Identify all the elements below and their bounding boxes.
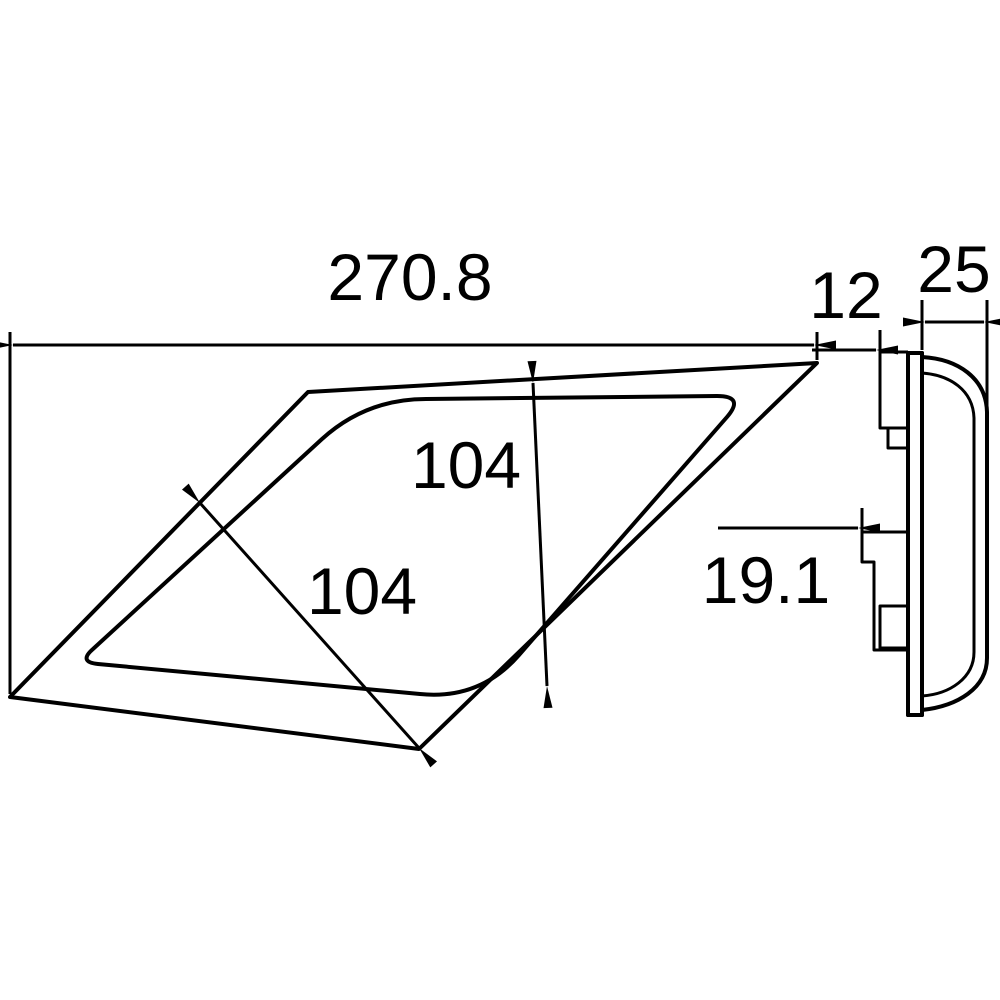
front-inner-contour <box>84 394 736 697</box>
top-stud-step-outline <box>886 428 908 450</box>
height-dim-line <box>527 360 553 709</box>
depth-dim-label: 25 <box>917 232 990 306</box>
diagonal-dim-line <box>181 483 438 768</box>
lower-stud-outline <box>860 530 908 652</box>
side-lens-outer-profile <box>920 355 989 712</box>
width-dim-label: 270.8 <box>327 240 492 314</box>
diagonal-dim-label: 104 <box>307 554 417 628</box>
lower-stud-nut-outline <box>878 604 908 650</box>
side-view: 25 12 19.1 <box>702 232 1000 717</box>
top-stud-outline <box>878 350 908 430</box>
side-lens-inner-profile <box>921 371 976 698</box>
front-view: 270.8 104 104 <box>0 240 836 768</box>
height-dim-label: 104 <box>411 428 521 502</box>
top-stud-dim-label: 12 <box>809 258 882 332</box>
lower-stud-dim-label: 19.1 <box>702 543 830 617</box>
